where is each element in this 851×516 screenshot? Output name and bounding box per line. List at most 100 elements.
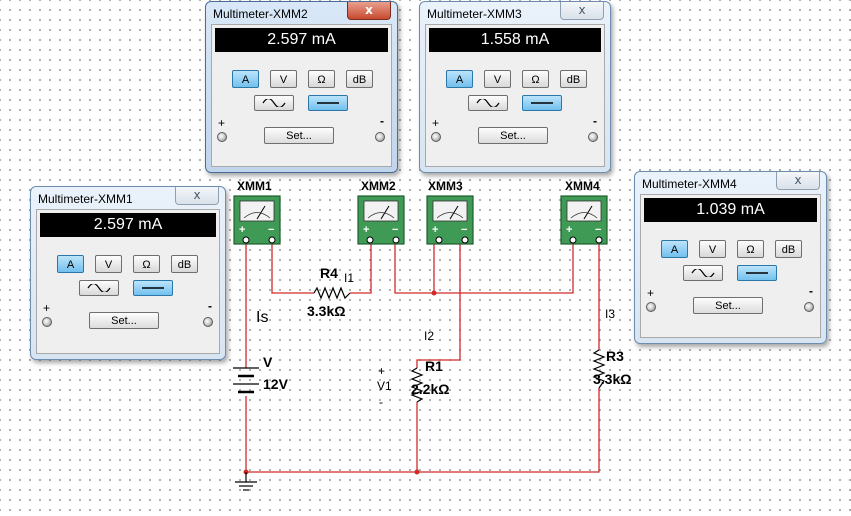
reading-display: 2.597 mA [215, 28, 388, 52]
ac-mode-button[interactable] [79, 280, 119, 296]
dial-arc [243, 212, 271, 219]
meter-minus-label: − [461, 224, 467, 236]
mode-decibel-button[interactable]: dB [171, 255, 198, 273]
window-title: Multimeter-XMM1 [38, 192, 133, 206]
meter-dial-icon [363, 200, 399, 222]
close-button[interactable]: x [560, 2, 604, 20]
dc-line-icon [746, 272, 768, 274]
minus-terminal[interactable] [804, 302, 814, 312]
mode-voltmeter-button[interactable]: V [95, 255, 122, 273]
dial-arc [436, 212, 464, 219]
v1-name: V1 [377, 379, 392, 393]
plus-terminal[interactable] [42, 317, 52, 327]
junction-dot [431, 290, 437, 296]
source-value: 12V [263, 376, 289, 392]
meter-minus-terminal[interactable] [268, 236, 276, 244]
dc-line-icon [317, 102, 339, 104]
mode-ohmmeter-button[interactable]: Ω [308, 70, 335, 88]
source-name: V [263, 354, 273, 370]
dc-line-icon [142, 287, 164, 289]
meter-plus-label: + [432, 224, 438, 236]
mode-voltmeter-button[interactable]: V [270, 70, 297, 88]
plus-terminal[interactable] [217, 132, 227, 142]
set-button[interactable]: Set... [89, 312, 159, 329]
mode-voltmeter-button[interactable]: V [699, 240, 726, 258]
minus-terminal-label: - [809, 284, 813, 298]
mode-ohmmeter-button[interactable]: Ω [133, 255, 160, 273]
r1-value: 2.2kΩ [411, 381, 449, 397]
ac-mode-button[interactable] [468, 95, 508, 111]
close-button[interactable]: x [175, 187, 219, 205]
ac-mode-button[interactable] [254, 95, 294, 111]
mode-ammeter-button[interactable]: A [661, 240, 688, 258]
resistor-r1[interactable] [410, 367, 424, 403]
plus-terminal[interactable] [431, 132, 441, 142]
dc-mode-button[interactable] [133, 280, 173, 296]
wires [245, 240, 600, 473]
resistor-r4[interactable] [313, 286, 351, 300]
meter-plus-terminal[interactable] [569, 236, 577, 244]
meter-plus-label: + [239, 224, 245, 236]
resistor-r3[interactable] [592, 349, 606, 389]
meter-label-xmm4: XMM4 [565, 179, 600, 193]
meter-symbol-xmm2[interactable]: +− [357, 195, 405, 245]
meter-minus-terminal[interactable] [595, 236, 603, 244]
mode-ammeter-button[interactable]: A [446, 70, 473, 88]
mode-decibel-button[interactable]: dB [775, 240, 802, 258]
v1-plus: + [378, 364, 385, 378]
r4-name: R4 [320, 265, 338, 281]
dial-needle [583, 205, 593, 220]
ground-icon [235, 472, 257, 491]
meter-plus-terminal[interactable] [242, 236, 250, 244]
meter-label-xmm3: XMM3 [428, 179, 463, 193]
ac-mode-button[interactable] [683, 265, 723, 281]
sine-wave-icon [262, 99, 286, 107]
mode-decibel-button[interactable]: dB [346, 70, 373, 88]
meter-symbol-xmm4[interactable]: +− [560, 195, 608, 245]
set-button[interactable]: Set... [693, 297, 763, 314]
meter-minus-terminal[interactable] [392, 236, 400, 244]
minus-terminal-label: - [380, 114, 384, 128]
mode-ammeter-button[interactable]: A [57, 255, 84, 273]
multimeter-window-xmm2[interactable]: Multimeter-XMM2 x 2.597 mA A V Ω dB Set.… [205, 1, 398, 173]
reading-display: 1.558 mA [429, 28, 601, 52]
meter-minus-label: − [595, 224, 601, 236]
reading-display: 2.597 mA [40, 213, 216, 237]
meter-label-xmm2: XMM2 [361, 179, 396, 193]
r3-value: 3.3kΩ [593, 371, 631, 387]
meter-symbol-xmm3[interactable]: +− [426, 195, 474, 245]
minus-terminal[interactable] [588, 132, 598, 142]
multimeter-window-xmm3[interactable]: Multimeter-XMM3 x 1.558 mA A V Ω dB Set.… [419, 1, 611, 173]
set-button[interactable]: Set... [264, 127, 334, 144]
minus-terminal-label: - [593, 114, 597, 128]
battery-v[interactable] [233, 367, 259, 394]
meter-minus-label: − [392, 224, 398, 236]
close-button[interactable]: x [347, 2, 391, 20]
meter-dial-icon [239, 200, 275, 222]
meter-plus-terminal[interactable] [366, 236, 374, 244]
mode-ohmmeter-button[interactable]: Ω [522, 70, 549, 88]
minus-terminal[interactable] [375, 132, 385, 142]
current-is: Is [256, 309, 268, 326]
current-i2: I2 [424, 329, 434, 343]
plus-terminal[interactable] [646, 302, 656, 312]
meter-minus-terminal[interactable] [461, 236, 469, 244]
multimeter-window-xmm1[interactable]: Multimeter-XMM1 x 2.597 mA A V Ω dB Set.… [30, 186, 226, 360]
dc-mode-button[interactable] [737, 265, 777, 281]
mode-ammeter-button[interactable]: A [232, 70, 259, 88]
meter-panel: 2.597 mA A V Ω dB Set... + - [211, 24, 392, 167]
meter-symbol-xmm1[interactable]: +− [233, 195, 281, 245]
minus-terminal[interactable] [203, 317, 213, 327]
mode-ohmmeter-button[interactable]: Ω [737, 240, 764, 258]
mode-voltmeter-button[interactable]: V [484, 70, 511, 88]
multimeter-window-xmm4[interactable]: Multimeter-XMM4 x 1.039 mA A V Ω dB Set.… [634, 171, 827, 344]
meter-plus-terminal[interactable] [435, 236, 443, 244]
close-button[interactable]: x [776, 172, 820, 190]
meter-dial-icon [432, 200, 468, 222]
dc-mode-button[interactable] [522, 95, 562, 111]
set-button[interactable]: Set... [478, 127, 548, 144]
mode-decibel-button[interactable]: dB [560, 70, 587, 88]
plus-terminal-label: + [432, 116, 440, 130]
meter-panel: 1.558 mA A V Ω dB Set... + - [425, 24, 605, 167]
dc-mode-button[interactable] [308, 95, 348, 111]
